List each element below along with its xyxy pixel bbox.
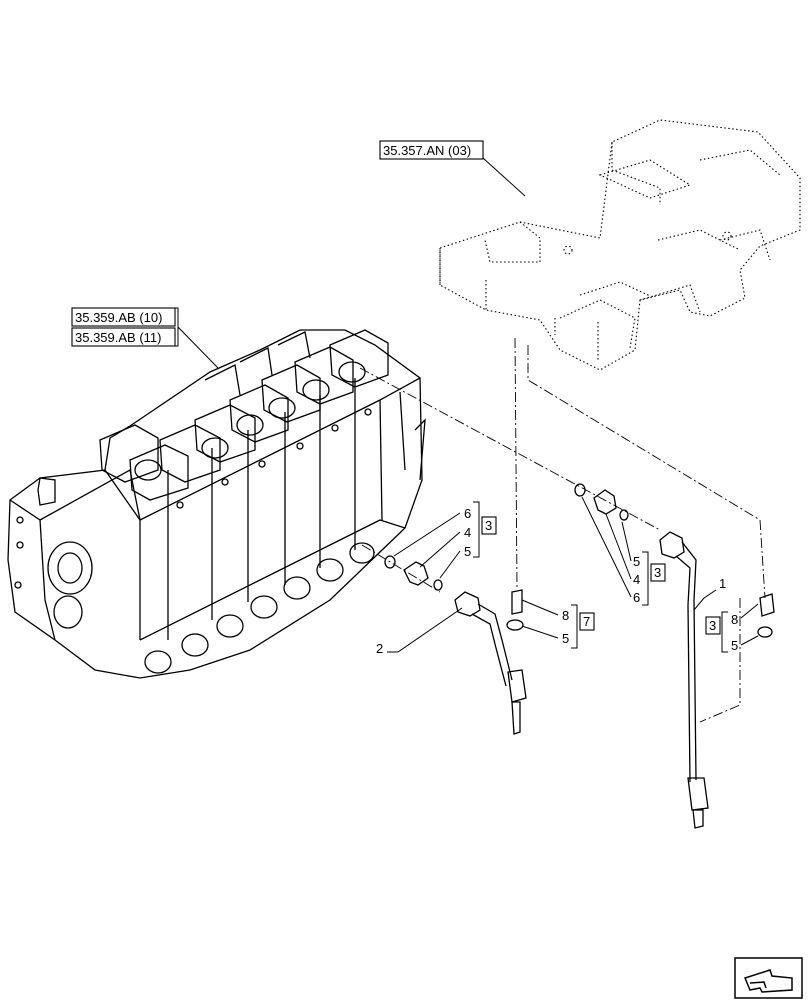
svg-text:6: 6 (464, 506, 471, 521)
control-valve-bank (7, 329, 426, 679)
fittings-and-pipes (384, 483, 775, 829)
leader-line (175, 307, 219, 369)
callout-group-a: 6 4 5 3 (393, 501, 497, 579)
svg-text:5: 5 (464, 544, 471, 559)
reference-box-valve-1[interactable]: 35.359.AB (10) (71, 307, 176, 327)
next-page-arrow-icon[interactable] (734, 957, 803, 999)
o-ring-left-b (433, 579, 443, 591)
kit-box-label: 3 (485, 518, 492, 533)
callout-group-d: 3 8 5 (705, 603, 759, 653)
reference-label: 35.359.AB (10) (75, 310, 162, 325)
svg-text:8: 8 (562, 608, 569, 623)
svg-text:5: 5 (562, 631, 569, 646)
svg-text:6: 6 (633, 590, 640, 605)
svg-text:4: 4 (633, 572, 640, 587)
svg-text:5: 5 (731, 638, 738, 653)
reference-box-top[interactable]: 35.357.AN (03) (379, 140, 484, 160)
callout-group-b: 5 4 6 3 (581, 496, 666, 606)
alignment-lines (359, 337, 766, 723)
reference-label: 35.357.AN (03) (383, 143, 471, 158)
o-ring-left-a (384, 555, 396, 569)
leader-line (482, 157, 526, 197)
svg-text:2: 2 (376, 641, 383, 656)
callout-group-c: 8 5 7 (521, 599, 595, 649)
reference-block-outline (439, 119, 801, 371)
callout-pipe-2: 2 (376, 607, 463, 656)
svg-text:1: 1 (719, 576, 726, 591)
kit-box-label: 3 (709, 618, 716, 633)
callout-pipe-1: 1 (693, 576, 726, 611)
reference-label: 35.359.AB (11) (75, 330, 161, 345)
svg-text:8: 8 (731, 612, 738, 627)
kit-box-label: 7 (583, 614, 590, 629)
reference-box-valve-2[interactable]: 35.359.AB (11) (71, 327, 176, 347)
adapter-left (403, 561, 429, 586)
svg-text:5: 5 (633, 554, 640, 569)
svg-text:4: 4 (464, 525, 471, 540)
kit-box-label: 3 (654, 565, 661, 580)
